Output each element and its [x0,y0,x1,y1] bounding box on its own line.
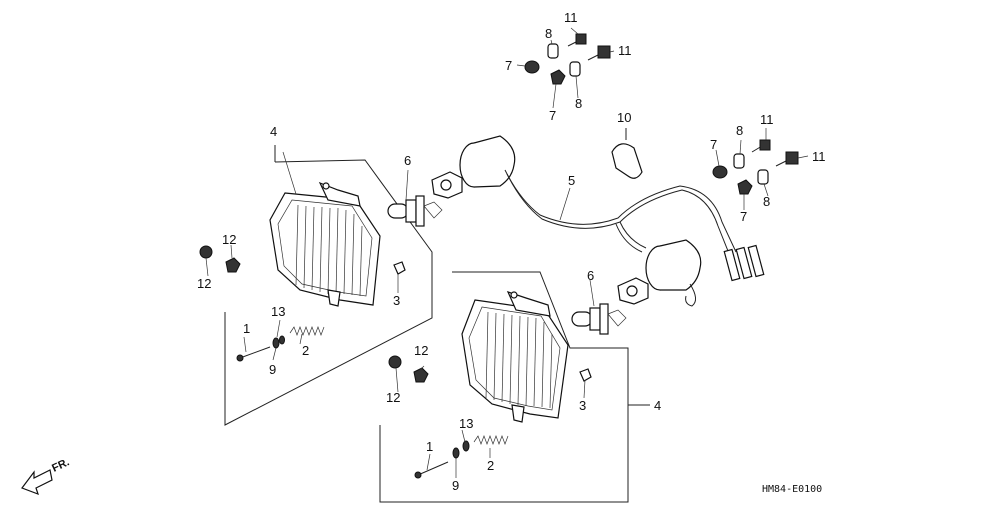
grommet-part-7 [737,179,753,195]
callout-10: 10 [617,110,631,125]
callout-13: 13 [271,304,285,319]
right-socket [617,277,649,305]
collar-part-8 [547,43,559,59]
callout-12: 12 [386,390,400,405]
callout-5: 5 [568,173,575,188]
right-headlight-group [379,271,650,503]
callout-11: 11 [760,112,774,127]
callout-12: 12 [222,232,236,247]
left-headlight-group [199,145,433,426]
callout-6: 6 [587,268,594,283]
callout-7: 7 [505,58,512,73]
left-headlight-unit [269,181,381,307]
callout-8: 8 [575,96,582,111]
collar-part-8 [569,61,581,77]
right-hardware-cluster [712,139,799,195]
upper-hardware-cluster [524,33,611,85]
callout-4: 4 [270,124,277,139]
callout-labels: 4 6 12 12 3 13 1 2 9 11 8 7 11 8 7 10 5 … [197,10,826,493]
callout-7: 7 [549,108,556,123]
collar-part-8 [757,169,769,185]
spring-part-2 [473,435,509,445]
callout-2: 2 [487,458,494,473]
right-bulb-part-6 [571,303,627,335]
callout-8: 8 [545,26,552,41]
grommet-part-7 [712,165,728,179]
collar-part-8 [733,153,745,169]
callout-13: 13 [459,416,473,431]
callout-3: 3 [579,398,586,413]
diagram-code: HM84-E0100 [762,484,822,495]
callout-7: 7 [710,137,717,152]
callout-4: 4 [654,398,661,413]
callout-11: 11 [618,43,632,58]
spring-part-2 [289,326,325,336]
screw-part-11 [751,139,771,153]
callout-8: 8 [736,123,743,138]
leader-lines [205,27,809,478]
nut-part-12 [413,367,429,383]
adjust-screw-part-1 [414,461,449,479]
nut-part-3 [579,368,592,382]
right-headlight-unit [461,291,569,423]
grommet-part-7 [550,69,566,85]
callout-3: 3 [393,293,400,308]
screw-part-11 [567,33,587,47]
adjust-screw-part-1 [236,346,271,362]
left-socket [431,171,463,199]
grommet-part-7 [524,60,540,74]
callout-9: 9 [269,362,276,377]
callout-7: 7 [740,209,747,224]
callout-1: 1 [243,321,250,336]
callout-2: 2 [302,343,309,358]
callout-11: 11 [812,149,826,164]
left-bulb-part-6 [387,195,443,227]
washer-part-13 [272,337,280,349]
nut-part-9 [452,447,460,459]
callout-12: 12 [414,343,428,358]
nut-part-12 [225,257,241,273]
screw-part-11 [587,45,611,61]
callout-9: 9 [452,478,459,493]
callout-12: 12 [197,276,211,291]
washer-part-13 [462,440,470,452]
screw-part-11 [775,151,799,167]
clamp-part-10 [611,128,643,179]
grommet-part-12 [199,245,213,259]
wire-harness-part-5 [459,135,765,307]
grommet-part-12 [388,355,402,369]
callout-1: 1 [426,439,433,454]
front-direction-arrow-icon: FR. [21,456,71,496]
nut-part-3 [393,261,406,275]
callout-6: 6 [404,153,411,168]
front-direction-label: FR. [50,456,71,474]
callout-8: 8 [763,194,770,209]
callout-11: 11 [564,10,578,25]
nut-part-9 [279,335,285,345]
